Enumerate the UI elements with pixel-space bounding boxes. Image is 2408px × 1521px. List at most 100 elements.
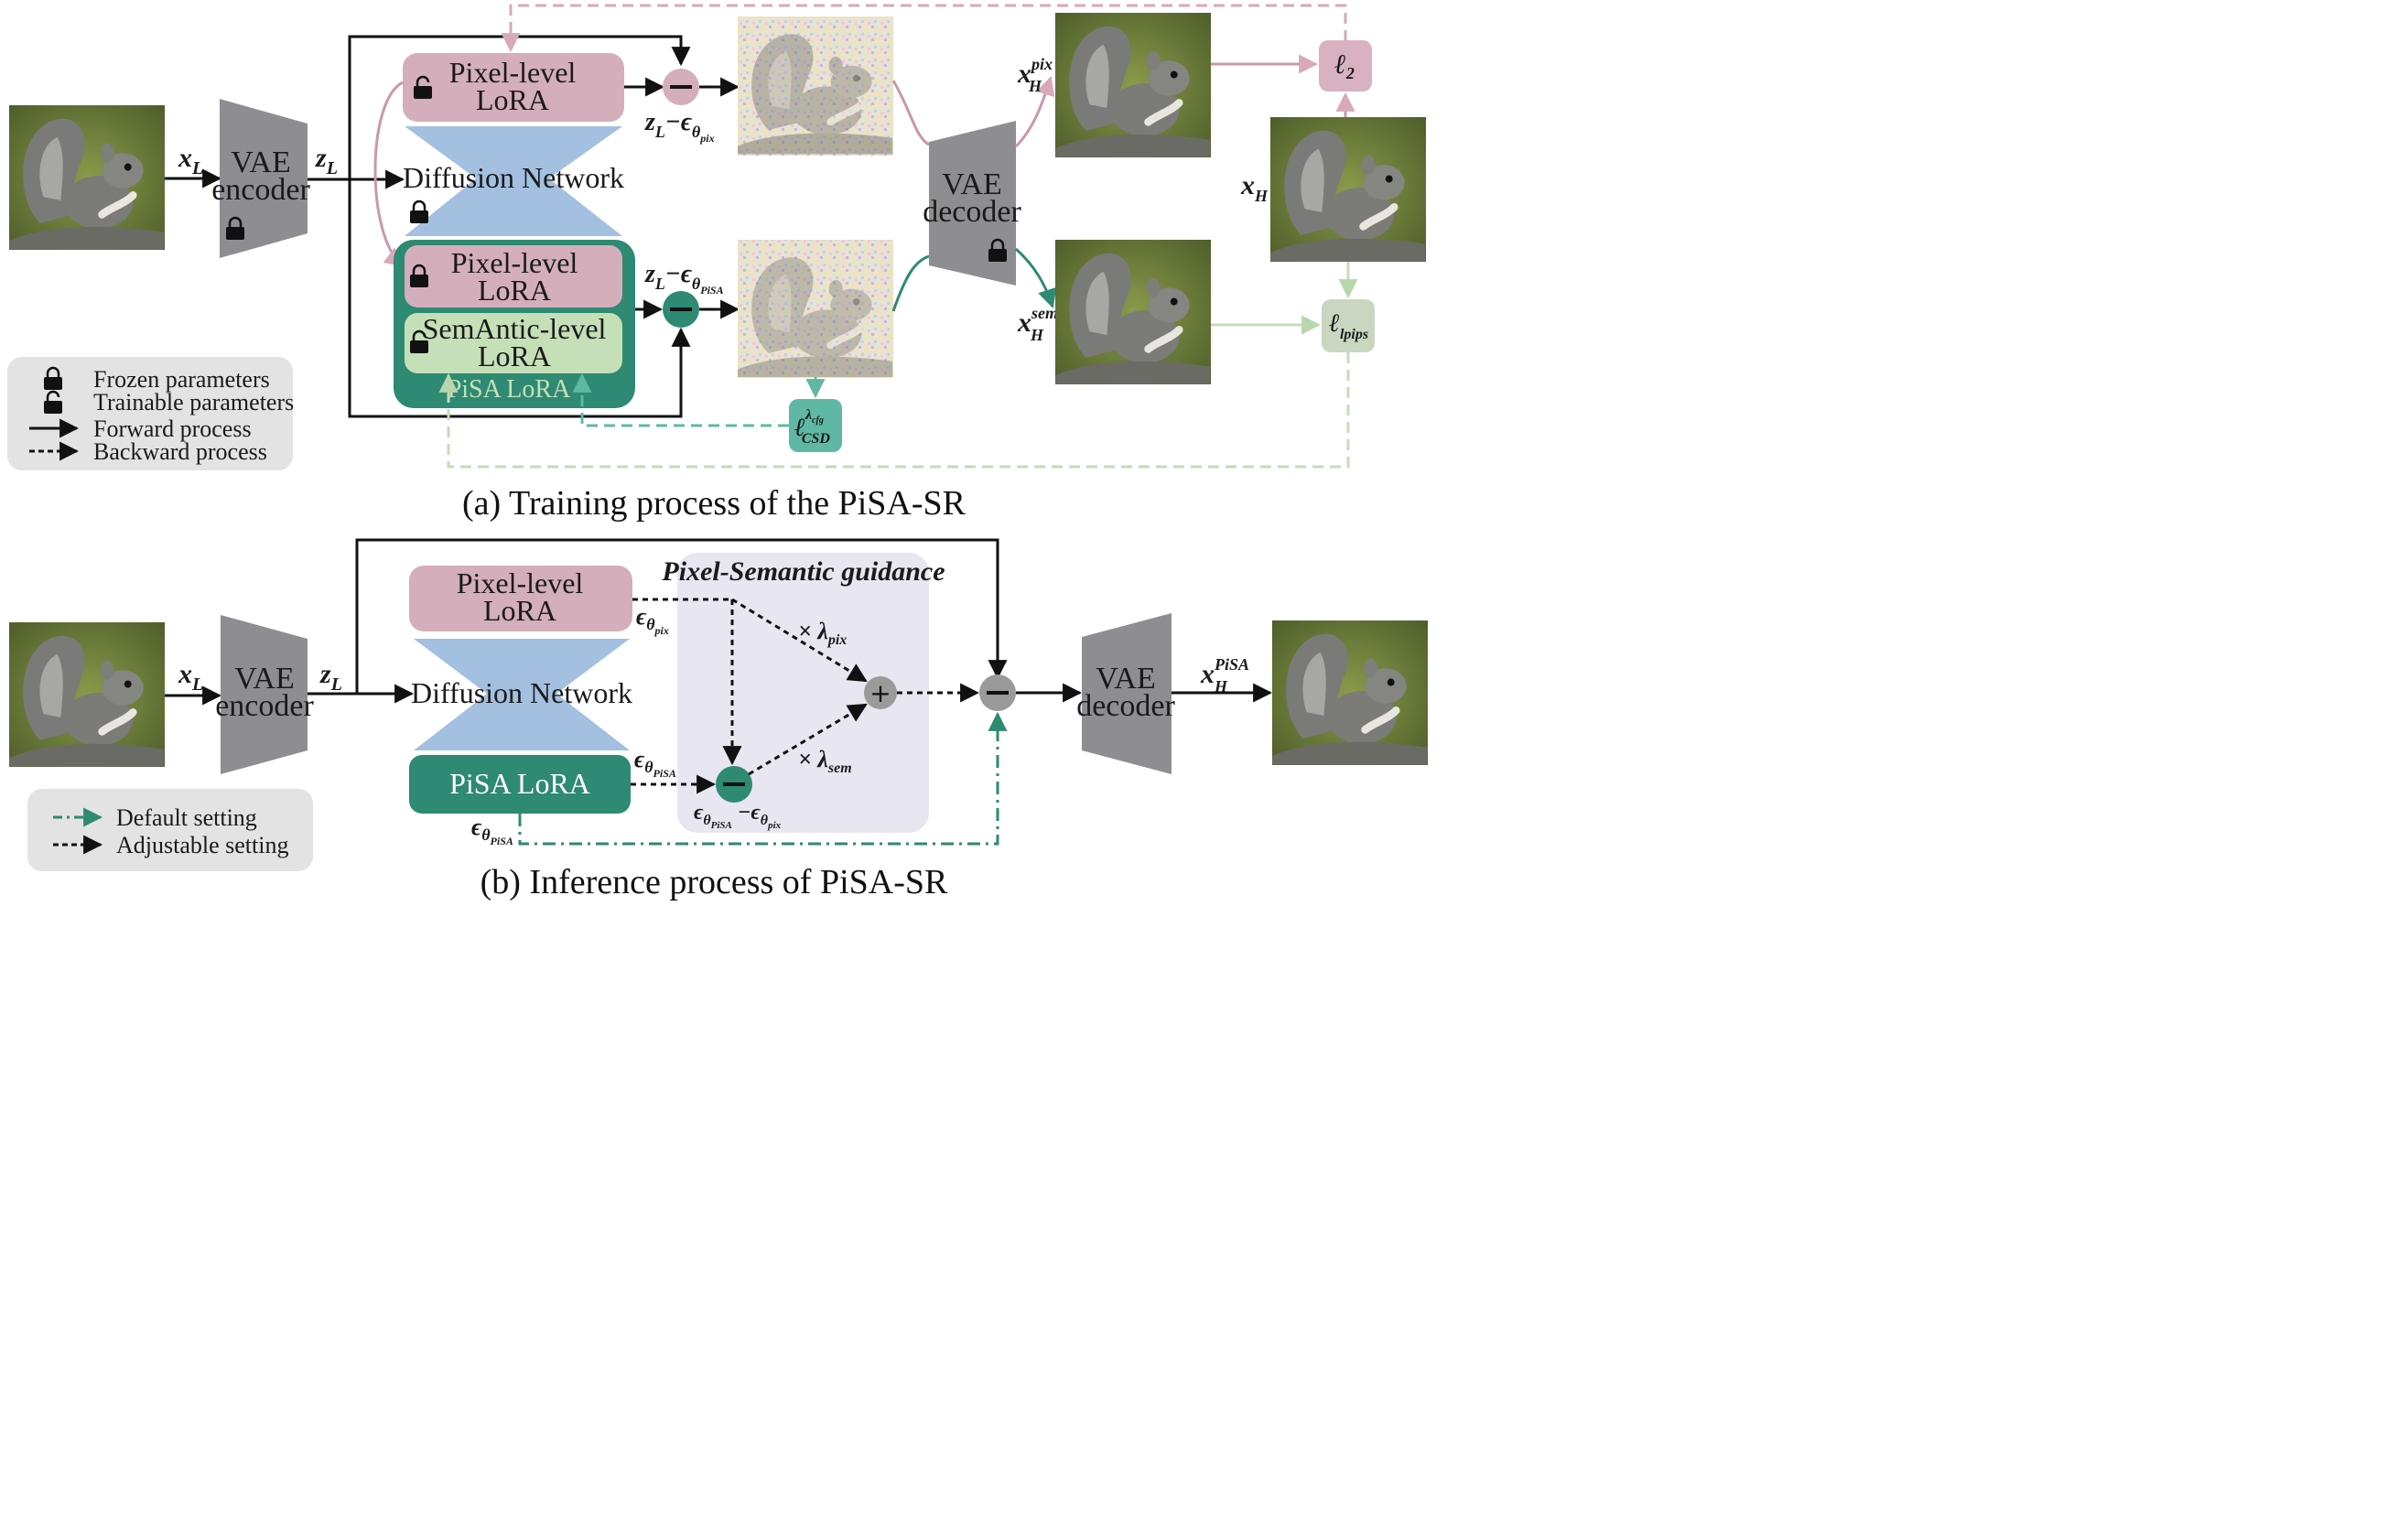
- vae-decoder-b: [1082, 613, 1172, 774]
- pixel-lora-inner: [405, 245, 622, 307]
- diffusion-network-b-label: Diffusion Network: [411, 676, 632, 709]
- pixel-lora-top: [403, 53, 624, 122]
- vae-decoder-a: [929, 121, 1016, 286]
- svg-text:Pixel-level: Pixel-level: [449, 56, 577, 89]
- semantic-lora-line2: LoRA: [478, 340, 551, 372]
- svg-text:VAE: VAE: [1096, 662, 1156, 696]
- arrow-minus-to-plus: [748, 703, 868, 776]
- svg-text:encoder: encoder: [211, 173, 310, 207]
- diffusion-network-a: [405, 126, 622, 236]
- z-l-sub-a: L: [326, 158, 338, 178]
- svg-text:SemAntic-level: SemAntic-level: [423, 312, 607, 345]
- unlock-icon: [414, 75, 432, 99]
- pisa-lora-group-label: PiSA LoRA: [448, 375, 571, 404]
- x-l-sub-a: L: [191, 158, 203, 178]
- unlock-icon: [44, 390, 62, 414]
- svg-text:VAE: VAE: [231, 146, 291, 179]
- vae-encoder-b: [221, 615, 308, 774]
- eps-pisa-default-label: ϵθPiSA: [471, 814, 513, 847]
- svg-text:decoder: decoder: [1076, 689, 1175, 723]
- plus-sign: +: [869, 678, 891, 708]
- vae-decoder-a-line1: VAE: [942, 167, 1002, 201]
- plus-circle: [864, 676, 897, 709]
- vae-encoder-a-line2: encoder: [211, 173, 310, 207]
- arrow-noise-to-decoder-pisa: [891, 254, 930, 312]
- z-l-sub-b: L: [330, 674, 342, 695]
- loss-lpips-box: [1322, 299, 1375, 352]
- vae-encoder-a-line1: VAE: [231, 146, 291, 179]
- vae-decoder-a-line2: decoder: [923, 195, 1021, 229]
- lock-icon: [988, 238, 1007, 262]
- pixel-lora-top-line2: LoRA: [476, 83, 549, 116]
- eps-pisa-label: ϵθPiSA: [634, 746, 676, 780]
- svg-text:LoRA: LoRA: [476, 83, 549, 116]
- guidance-title: Pixel-Semantic guidance: [661, 556, 945, 587]
- eq-pix: zL−ϵθpix: [644, 108, 715, 145]
- x-l-label-a: x: [178, 143, 192, 173]
- x-l-label-b: x: [178, 659, 192, 689]
- loss-lpips-label: ℓlpips: [1328, 309, 1368, 342]
- diffusion-network-a-label: Diffusion Network: [403, 161, 624, 194]
- arrow-pixel-lora-copy: [373, 81, 405, 267]
- pixel-lora-b: [409, 566, 632, 631]
- svg-text:VAE: VAE: [234, 662, 295, 696]
- semantic-lora-line1: SemAntic-level: [423, 312, 607, 345]
- vae-decoder-b-line2: decoder: [1076, 689, 1175, 723]
- default-setting-path: [518, 711, 1008, 846]
- input-image-a: [9, 105, 165, 250]
- svg-text:decoder: decoder: [923, 195, 1021, 229]
- pixel-lora-top-line1: Pixel-level: [449, 56, 577, 89]
- legend-trainable: Trainable parameters: [93, 389, 294, 415]
- lock-icon: [44, 366, 62, 390]
- pisa-lora-b: [409, 755, 631, 814]
- legend-backward: Backward process: [93, 438, 267, 465]
- arrow-noise-to-decoder-pix: [891, 80, 930, 146]
- svg-text:xL: xL: [178, 143, 203, 178]
- noise-image-pisa: [738, 240, 893, 377]
- lock-icon: [410, 264, 428, 287]
- svg-text:Pixel-level: Pixel-level: [457, 566, 584, 599]
- z-l-label-a: z: [315, 143, 327, 173]
- arrow-decoder-to-xh-sem: [1014, 247, 1057, 308]
- svg-text:zL: zL: [315, 143, 338, 178]
- output-image-b: [1272, 620, 1428, 765]
- pixel-lora-b-line1: Pixel-level: [457, 566, 584, 599]
- lock-icon: [410, 200, 428, 223]
- unlock-icon: [410, 329, 428, 353]
- vae-encoder-a: [220, 99, 308, 258]
- backward-lpips-to-semantic: [438, 352, 1350, 469]
- z-l-label-b: z: [319, 659, 331, 689]
- vae-encoder-b-line2: encoder: [215, 689, 314, 723]
- noise-image-pix: [738, 16, 893, 156]
- backward-l2-to-pixel-lora: [501, 4, 1347, 53]
- pixel-lora-inner-line2: LoRA: [478, 274, 551, 307]
- caption-b: (b) Inference process of PiSA-SR: [481, 863, 948, 901]
- eq-pisa: zL−ϵθPiSA: [644, 260, 724, 297]
- eps-diff-label: ϵθPiSA−ϵθpix: [694, 801, 782, 831]
- legend-frozen: Frozen parameters: [93, 366, 270, 393]
- loss-l2-label: ℓ2: [1334, 49, 1355, 82]
- legend-adjustable: Adjustable setting: [116, 832, 288, 858]
- vae-encoder-b-line1: VAE: [234, 662, 295, 696]
- pixel-lora-b-line2: LoRA: [483, 594, 556, 627]
- arrow-zl-to-minus-bottom: [348, 179, 691, 418]
- svg-text:zL: zL: [319, 659, 342, 695]
- eps-pix-label: ϵθpix: [636, 603, 669, 637]
- arrow-decoder-to-xh-pix: [1014, 75, 1055, 148]
- lambda-pix-label: × λpix: [798, 618, 847, 648]
- legend-default: Default setting: [116, 804, 257, 831]
- pixel-lora-inner-line1: Pixel-level: [451, 246, 578, 279]
- lambda-sem-label: × λsem: [798, 746, 852, 776]
- loss-csd-box: [789, 399, 842, 452]
- input-image-b: [9, 622, 165, 767]
- x-h-label: xH: [1240, 170, 1269, 205]
- x-l-sub-b: L: [191, 674, 203, 695]
- output-image-pix: [1055, 13, 1211, 157]
- semantic-lora: [405, 313, 622, 373]
- diffusion-network-b: [414, 639, 630, 750]
